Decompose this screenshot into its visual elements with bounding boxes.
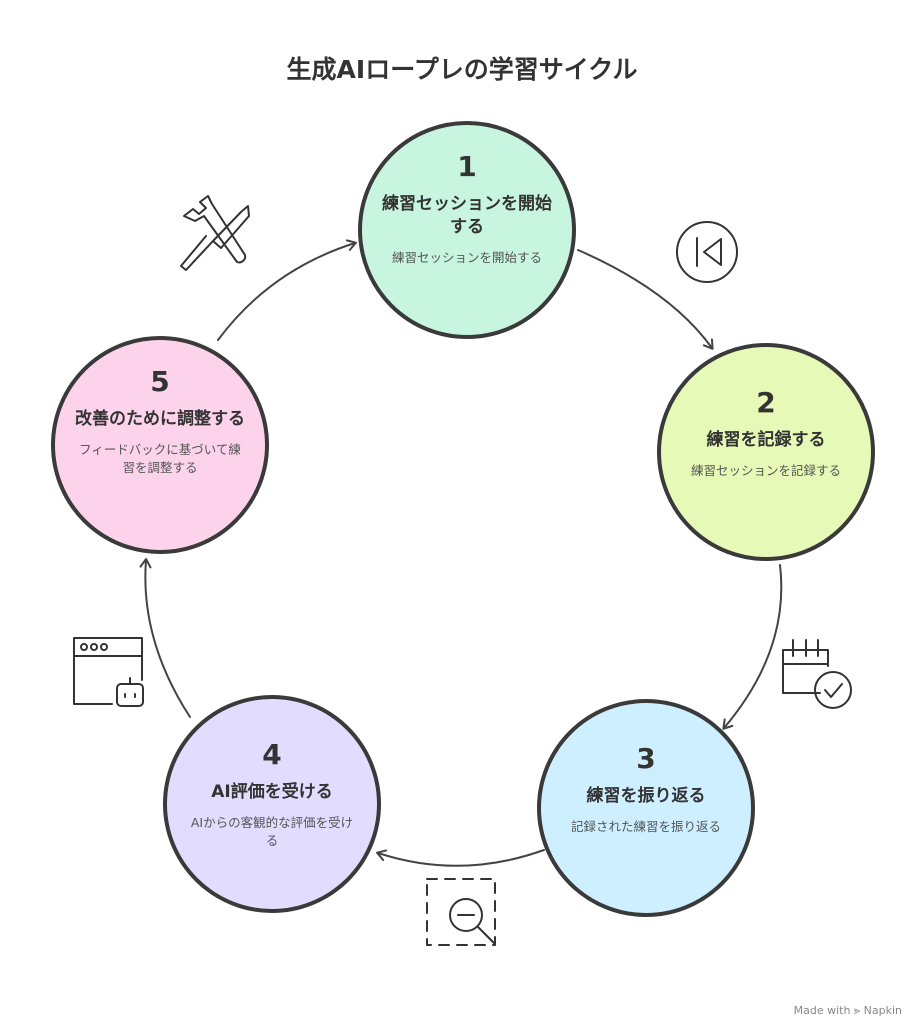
arrow-2-to-3 xyxy=(722,564,783,730)
step-circle-1 xyxy=(358,121,576,339)
step-circle-3 xyxy=(537,699,755,917)
step-circle-5 xyxy=(51,336,269,554)
step-circle-2 xyxy=(657,343,875,561)
arrow-3-to-4 xyxy=(376,849,545,867)
cycle-arrows xyxy=(139,239,783,867)
arrow-4-to-5 xyxy=(139,558,191,718)
tools-icon xyxy=(180,195,250,271)
arrow-5-to-1 xyxy=(217,239,357,341)
napkin-watermark: Made with ⪢ Napkin xyxy=(793,1004,902,1017)
step-circle-4 xyxy=(163,695,381,913)
browser-bot-icon xyxy=(73,637,144,707)
arrow-1-to-2 xyxy=(577,249,714,350)
calendar-check-icon xyxy=(782,639,852,709)
zoom-out-icon xyxy=(426,878,496,946)
skip-back-icon xyxy=(676,221,738,283)
diagram-title: 生成AIロープレの学習サイクル xyxy=(286,55,638,84)
